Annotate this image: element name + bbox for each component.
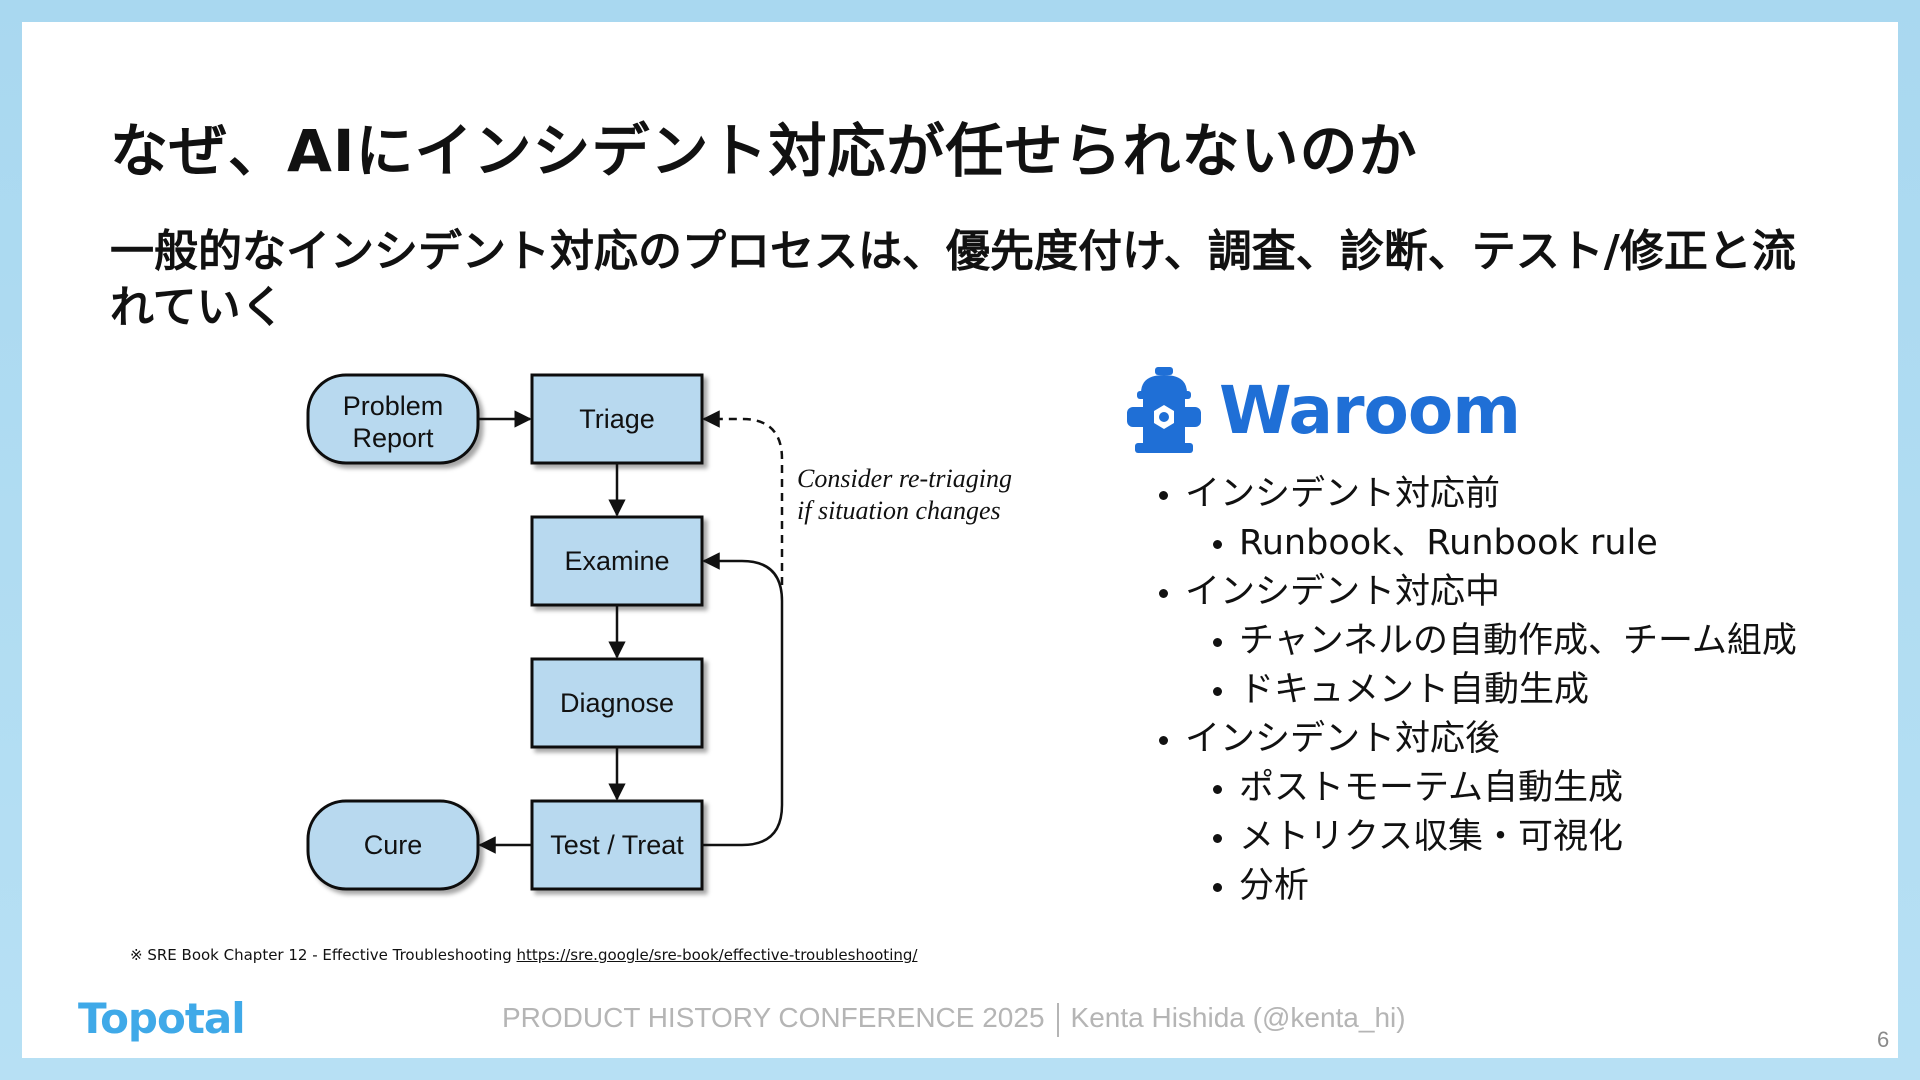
source-citation: ※ SRE Book Chapter 12 - Effective Troubl… — [130, 946, 917, 964]
problem-report-label-2: Report — [352, 423, 434, 453]
arrow-retriage-dashed — [702, 410, 784, 585]
slide: なぜ、AIにインシデント対応が任せられないのか 一般的なインシデント対応のプロセ… — [22, 22, 1898, 1058]
diagnose-node: Diagnose — [530, 657, 704, 749]
footer-separator — [1056, 1002, 1059, 1037]
slide-title: なぜ、AIにインシデント対応が任せられないのか — [110, 117, 1418, 185]
list-item: メトリクス収集・可視化 — [1157, 813, 1797, 862]
list-item: Runbook、Runbook rule — [1157, 519, 1797, 568]
cure-node: Cure — [306, 799, 480, 891]
fire-hydrant-icon — [1127, 367, 1201, 453]
source-link[interactable]: https://sre.google/sre-book/effective-tr… — [516, 946, 918, 964]
list-item: インシデント対応後 — [1157, 715, 1797, 764]
test-treat-node: Test / Treat — [530, 799, 704, 891]
triage-label: Triage — [579, 404, 655, 434]
retriage-note-line-1: Consider re-triaging — [797, 464, 1012, 493]
conference-name: PRODUCT HISTORY CONFERENCE 2025 — [502, 1002, 1045, 1033]
problem-report-node: Problem Report — [306, 373, 480, 465]
source-prefix: ※ SRE Book Chapter 12 - Effective Troubl… — [130, 946, 517, 964]
page-number: 6 — [1877, 1027, 1890, 1052]
cure-label: Cure — [364, 830, 423, 860]
problem-report-label-1: Problem — [343, 391, 444, 421]
list-item: 分析 — [1157, 862, 1797, 911]
feature-list: インシデント対応前 Runbook、Runbook rule インシデント対応中… — [1157, 470, 1797, 911]
list-item: チャンネルの自動作成、チーム組成 — [1157, 617, 1797, 666]
speaker-name: Kenta Hishida (@kenta_hi) — [1070, 1002, 1406, 1033]
list-item: インシデント対応中 — [1157, 568, 1797, 617]
incident-flowchart: Problem Report Triage Examine Diagnose T… — [306, 373, 1012, 891]
slide-subtitle: 一般的なインシデント対応のプロセスは、優先度付け、調査、診断、テスト/修正と流れ… — [110, 226, 1796, 333]
list-item: ポストモーテム自動生成 — [1157, 764, 1797, 813]
waroom-brand: Waroom — [1127, 367, 1521, 453]
examine-label: Examine — [564, 546, 669, 576]
diagnose-label: Diagnose — [560, 688, 674, 718]
arrow-test-loop-to-examine — [702, 552, 784, 847]
triage-node: Triage — [530, 373, 704, 465]
waroom-logo-text: Waroom — [1219, 371, 1521, 449]
list-item: インシデント対応前 — [1157, 470, 1797, 519]
footer-credit: PRODUCT HISTORY CONFERENCE 2025 Kenta His… — [502, 1002, 1406, 1037]
examine-node: Examine — [530, 515, 704, 607]
list-item: ドキュメント自動生成 — [1157, 666, 1797, 715]
retriage-note-line-2: if situation changes — [797, 496, 1001, 525]
topotal-logo: Topotal — [78, 994, 246, 1043]
test-treat-label: Test / Treat — [550, 830, 684, 860]
